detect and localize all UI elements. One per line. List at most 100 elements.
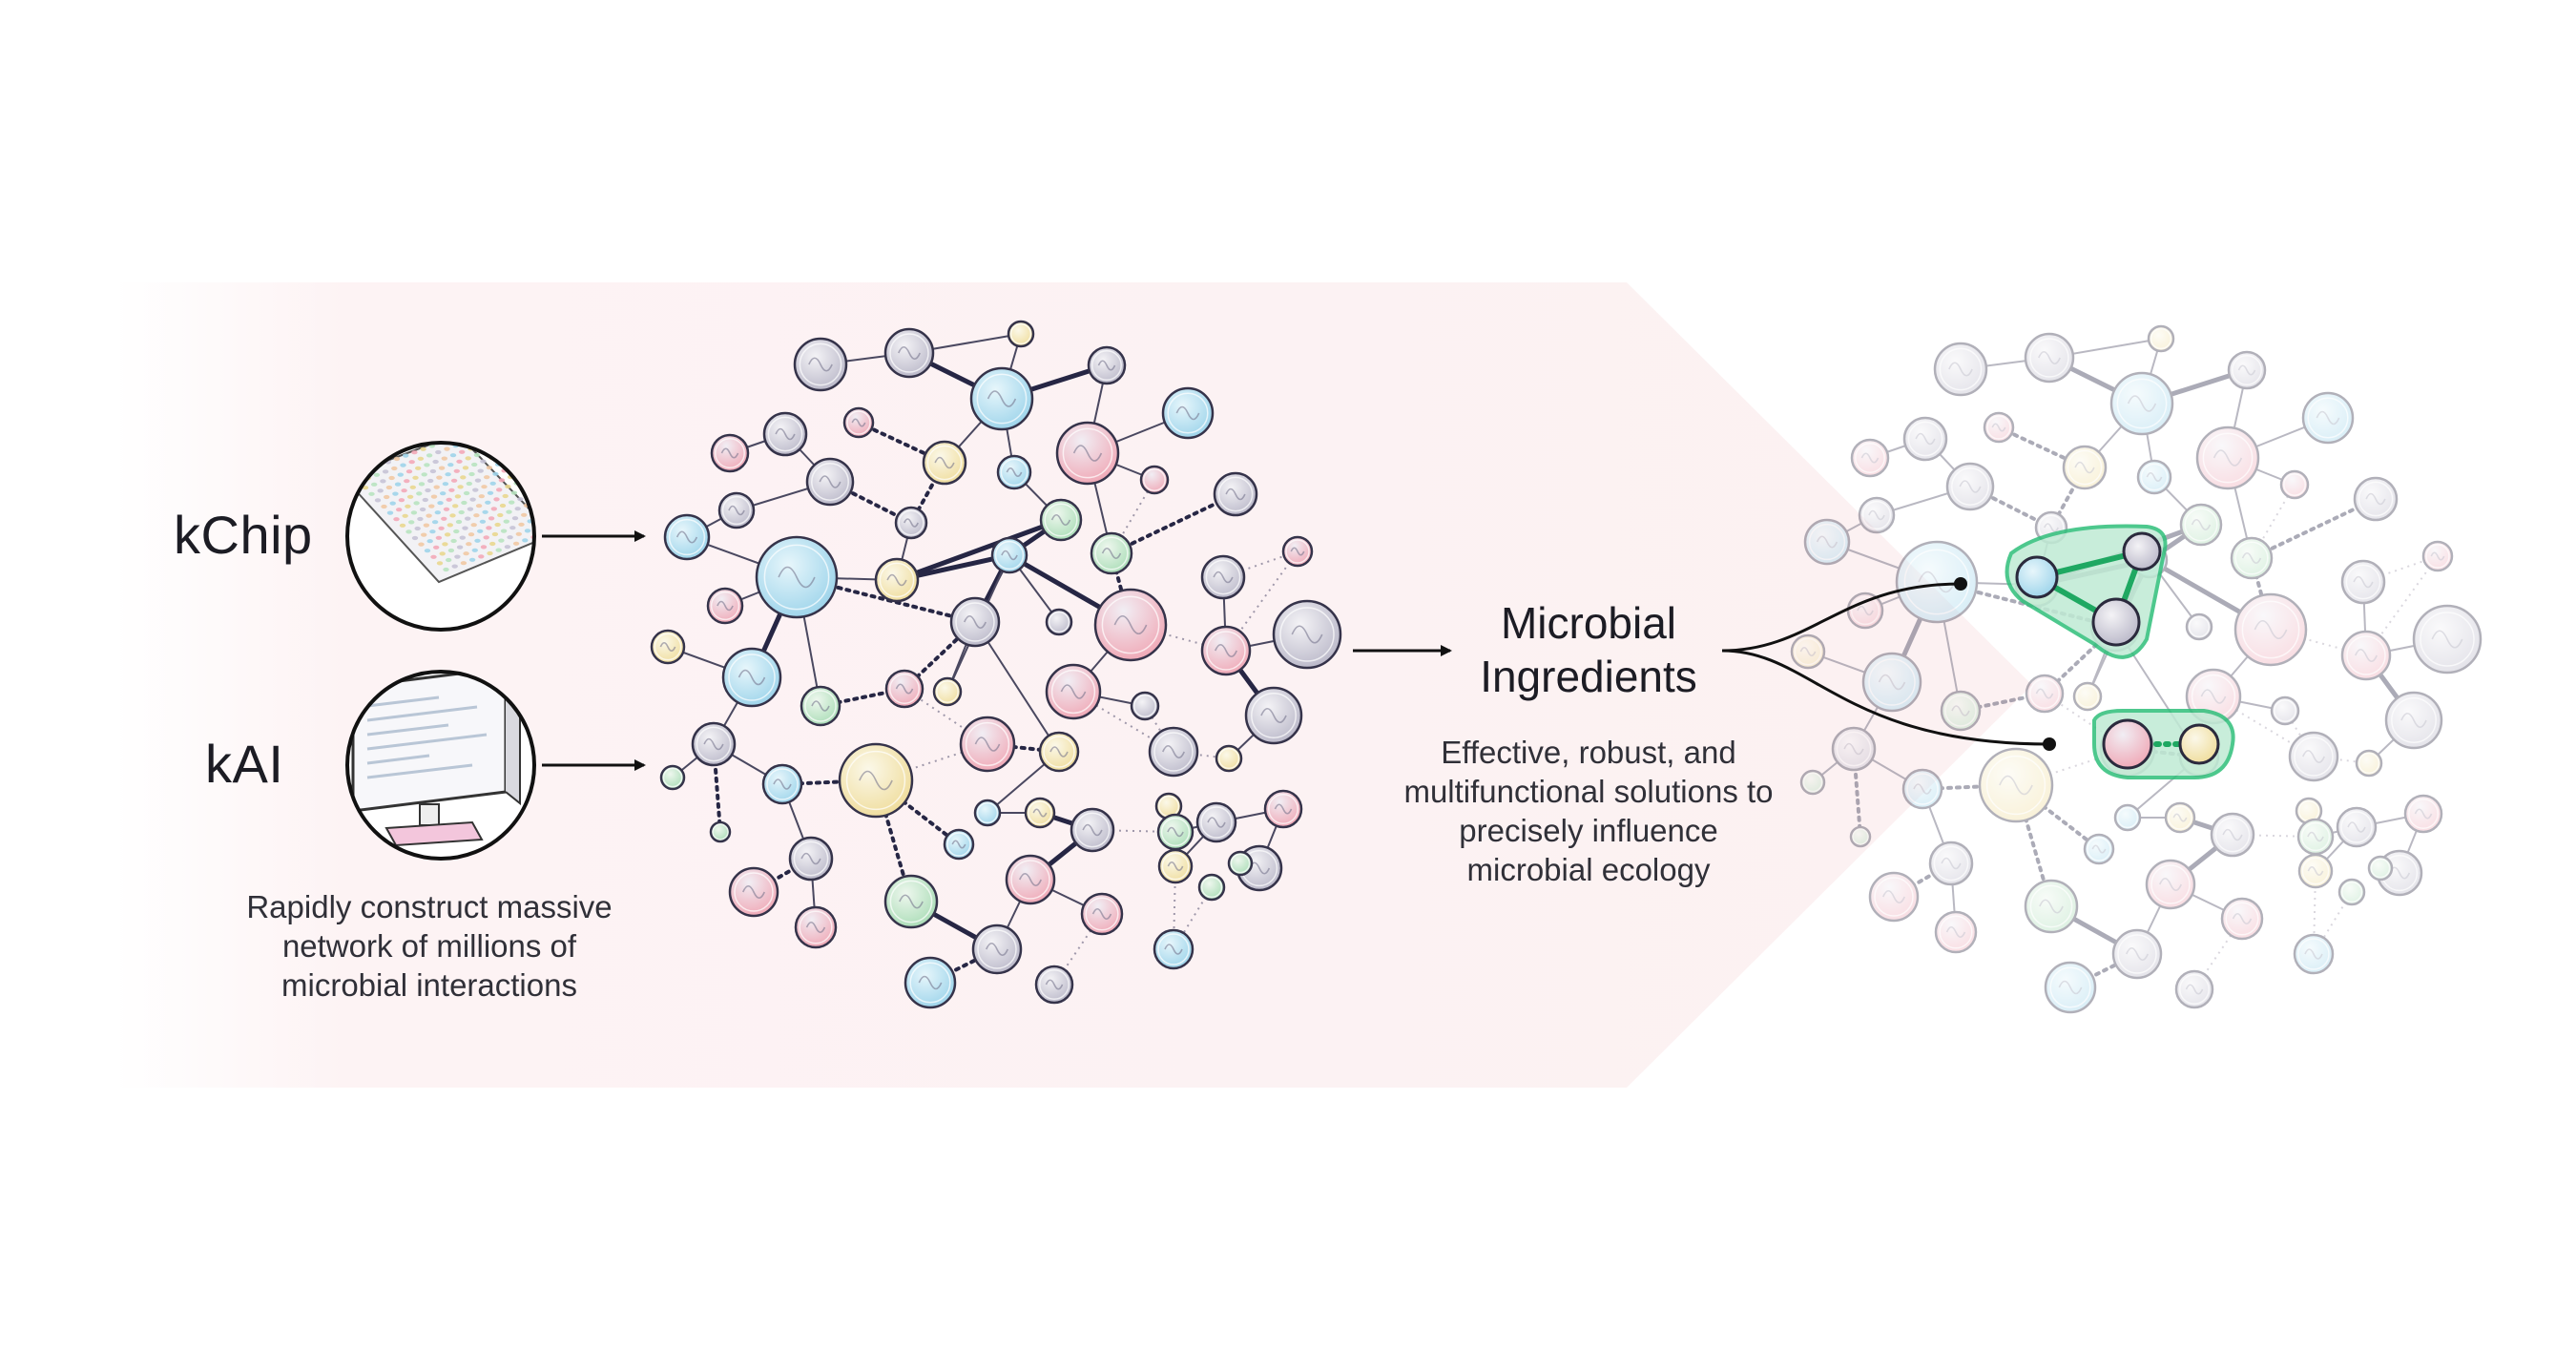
microbe-node <box>1846 591 1884 630</box>
microbe-node <box>2083 833 2115 865</box>
microbe-node <box>1045 663 1102 720</box>
microbe-node <box>1934 910 1978 954</box>
microbe-node <box>762 411 808 457</box>
microbe-node <box>2210 812 2255 858</box>
microbe-node <box>1045 608 1073 636</box>
left-caption: Rapidly construct massive network of mil… <box>224 887 634 1005</box>
microbe-node <box>1803 518 1851 566</box>
computer-monitor-icon <box>345 670 536 861</box>
microbe-node <box>1080 892 1124 936</box>
output-caption-line: microbial ecology <box>1466 852 1711 887</box>
microbe-node <box>2174 969 2214 1009</box>
network-edge <box>2284 710 2315 758</box>
microbe-node <box>842 406 875 439</box>
microbe-node <box>2195 425 2260 490</box>
microbe-node <box>1148 726 1199 778</box>
microbe-node <box>800 685 841 727</box>
microbe-node <box>1157 848 1194 884</box>
connector-dot-lower <box>2043 737 2056 751</box>
microbe-node <box>2421 540 2454 572</box>
microbe-node <box>1281 535 1314 568</box>
microbe-node <box>943 828 975 861</box>
microbe-node <box>1197 873 1226 902</box>
output-title-line: Microbial <box>1500 598 1677 648</box>
network-edge <box>1173 751 1230 759</box>
network-edge <box>1144 705 1174 753</box>
kai-label: kAI <box>205 734 284 794</box>
microbe-node <box>1928 841 1974 886</box>
microbe-node <box>1901 768 1943 810</box>
microbe-node <box>1978 747 2054 823</box>
microbe-node <box>2025 674 2065 714</box>
microbe-node <box>1831 726 1877 772</box>
microbe-node <box>904 956 957 1009</box>
interaction-network <box>650 320 1342 1009</box>
microbe-node <box>1244 686 1303 745</box>
output-caption-line: multifunctional solutions to <box>1403 774 1774 809</box>
microbe-node <box>1024 797 1056 829</box>
microbe-node <box>2340 630 2392 681</box>
microbe-node <box>706 587 744 625</box>
left-caption-line: Rapidly construct massive <box>246 889 613 924</box>
microbe-node <box>2288 731 2339 782</box>
microbe-node <box>1007 320 1035 348</box>
microbe-node <box>1156 813 1195 851</box>
connector-dot-upper <box>1954 577 1967 591</box>
output-title: Microbial Ingredients <box>1431 596 1746 703</box>
microbe-node <box>2336 806 2378 848</box>
microbe-node <box>1263 789 1303 829</box>
microbe-node <box>971 924 1023 975</box>
microbe-node <box>2295 797 2323 825</box>
microbe-node <box>2293 933 2335 975</box>
microbe-node <box>709 820 732 843</box>
microbe-node <box>728 866 779 918</box>
microbe-node <box>1161 386 1215 440</box>
microbe-node <box>2233 592 2308 667</box>
microplate-icon <box>345 441 536 632</box>
ingredient-node <box>2122 531 2162 571</box>
microbe-node <box>2384 691 2443 750</box>
highlighted-ingredients <box>2005 524 2235 779</box>
microbe-node <box>2179 503 2223 547</box>
microbe-node <box>659 764 686 791</box>
network-edge <box>974 621 1060 753</box>
microbe-node <box>1849 825 1872 848</box>
microbe-node <box>1902 416 1948 462</box>
microbe-node <box>949 596 1001 648</box>
microbe-node <box>2367 855 2394 882</box>
microbe-node <box>1034 965 1074 1005</box>
microbe-node <box>2109 371 2174 436</box>
network-edge <box>1852 747 1862 839</box>
microbe-node <box>1945 462 1995 511</box>
microbe-node <box>1153 928 1195 970</box>
microbe-node <box>1861 652 1922 713</box>
output-title-line: Ingredients <box>1480 652 1697 701</box>
microbe-node <box>721 647 782 708</box>
microbe-node <box>1039 498 1083 542</box>
microbe-node <box>1895 540 1979 624</box>
microbe-node <box>969 366 1034 431</box>
microbe-node <box>2136 459 2172 495</box>
microbe-node <box>1983 411 2015 444</box>
network-edge <box>2251 484 2296 559</box>
microbe-node <box>2353 476 2399 522</box>
microbe-node <box>1139 465 1170 495</box>
ingredient-connector-upper <box>1721 582 1962 653</box>
microbe-node <box>2340 559 2386 605</box>
microbe-node <box>1195 801 1237 843</box>
microbe-node <box>2337 878 2366 906</box>
microbe-node <box>2403 794 2443 834</box>
microbe-node <box>1272 599 1342 670</box>
microbe-node <box>1227 850 1254 877</box>
microbe-node <box>884 669 924 709</box>
microbe-node <box>959 716 1016 773</box>
microbe-node <box>691 721 737 767</box>
filtered-network <box>1790 324 2483 1014</box>
microbe-node <box>1090 531 1133 575</box>
microbe-node <box>2270 695 2300 726</box>
microbe-node <box>874 557 920 603</box>
microbe-node <box>932 676 963 707</box>
microbe-node <box>2220 897 2264 941</box>
microbe-node <box>922 440 967 486</box>
microbe-node <box>2024 879 2079 934</box>
